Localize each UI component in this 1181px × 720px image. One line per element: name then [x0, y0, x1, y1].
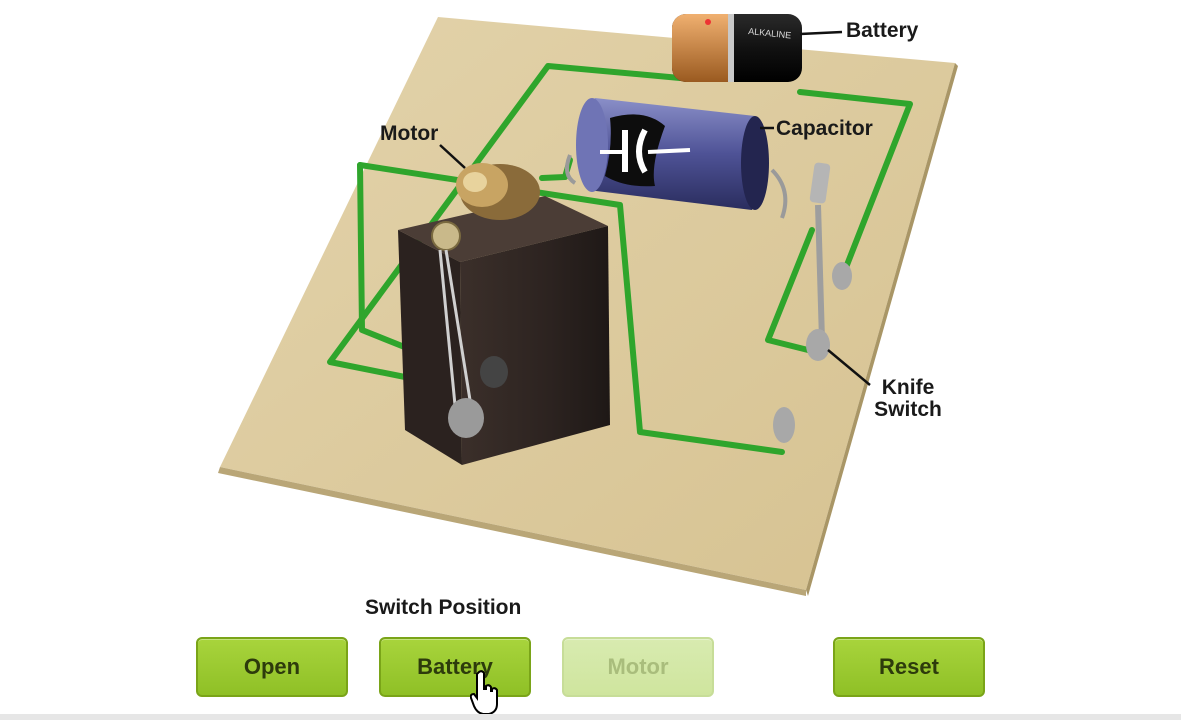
knife-switch-label-line1: Knife: [881, 376, 935, 399]
switch-position-title: Switch Position: [365, 596, 522, 619]
motor-label: Motor: [380, 122, 439, 145]
hand-cursor-icon: [470, 670, 498, 715]
battery-component: ALKALINE: [672, 14, 802, 82]
svg-text:ALKALINE: ALKALINE: [748, 26, 792, 40]
battery-label: Battery: [846, 19, 919, 42]
knife-switch-component: [773, 162, 852, 443]
reset-button[interactable]: Reset: [833, 637, 985, 697]
callout-lines: [439, 30, 871, 386]
bottom-divider: [0, 714, 1181, 720]
battery-button[interactable]: Battery: [379, 637, 531, 697]
knife-switch-label: Knife Switch: [872, 377, 944, 421]
knife-switch-label-line2: Switch: [874, 398, 942, 421]
motor-button[interactable]: Motor: [562, 637, 714, 697]
capacitor-component: [564, 98, 788, 219]
open-button[interactable]: Open: [196, 637, 348, 697]
circuit-scene: ALKALINE: [218, 14, 958, 596]
capacitor-label: Capacitor: [776, 117, 873, 140]
motor-component: [431, 163, 540, 438]
motor-box: [398, 196, 610, 465]
